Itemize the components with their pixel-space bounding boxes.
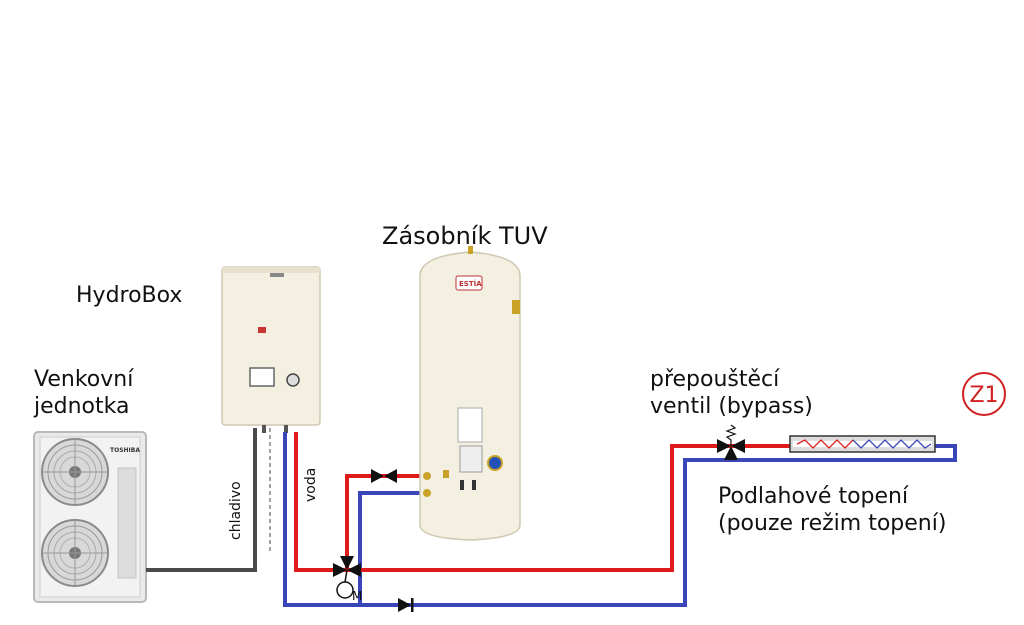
fan-bottom-icon <box>41 519 109 587</box>
bypass-valve-icon <box>717 424 745 460</box>
bypass-label-line2: ventil (bypass) <box>650 394 813 419</box>
outdoor-unit-label-line1: Venkovní <box>34 367 134 392</box>
tank-label: Zásobník TUV <box>382 222 548 250</box>
dhw-tank: ESTÍA <box>419 246 521 541</box>
outdoor-unit: TOSHIBA <box>33 431 147 603</box>
floor-heating-coil <box>789 435 936 453</box>
zone-badge: Z1 <box>962 372 1006 416</box>
check-valve-tank-icon <box>371 469 397 483</box>
hydrobox-unit <box>221 266 321 433</box>
hydrobox-knob-icon <box>286 373 300 387</box>
outdoor-brand-text: TOSHIBA <box>110 447 140 454</box>
hydrobox-label: HydroBox <box>76 283 183 308</box>
return-pipe <box>283 432 957 607</box>
refrigerant-pipe <box>146 428 257 572</box>
three-way-valve-icon: M <box>333 556 362 603</box>
check-valve-return-icon <box>398 598 414 612</box>
valve-motor-icon <box>336 581 354 599</box>
fan-top-icon <box>41 438 109 506</box>
tank-gauge-icon <box>487 455 503 471</box>
hydrobox-display-icon <box>249 367 275 387</box>
tank-supply-pipe <box>345 474 420 570</box>
refrigerant-label: chladivo <box>228 481 244 540</box>
outdoor-unit-label-line2: jednotka <box>34 394 130 419</box>
motor-mark: M <box>352 589 362 603</box>
floor-heating-label-line1: Podlahové topení <box>718 484 909 509</box>
supply-pipe <box>294 432 790 572</box>
tank-brand-text: ESTÍA <box>459 279 482 288</box>
bypass-label-line1: přepouštěcí <box>650 367 780 392</box>
water-label: voda <box>303 467 319 502</box>
floor-heating-label-line2: (pouze režim topení) <box>718 511 947 536</box>
tank-return-pipe <box>358 491 420 605</box>
